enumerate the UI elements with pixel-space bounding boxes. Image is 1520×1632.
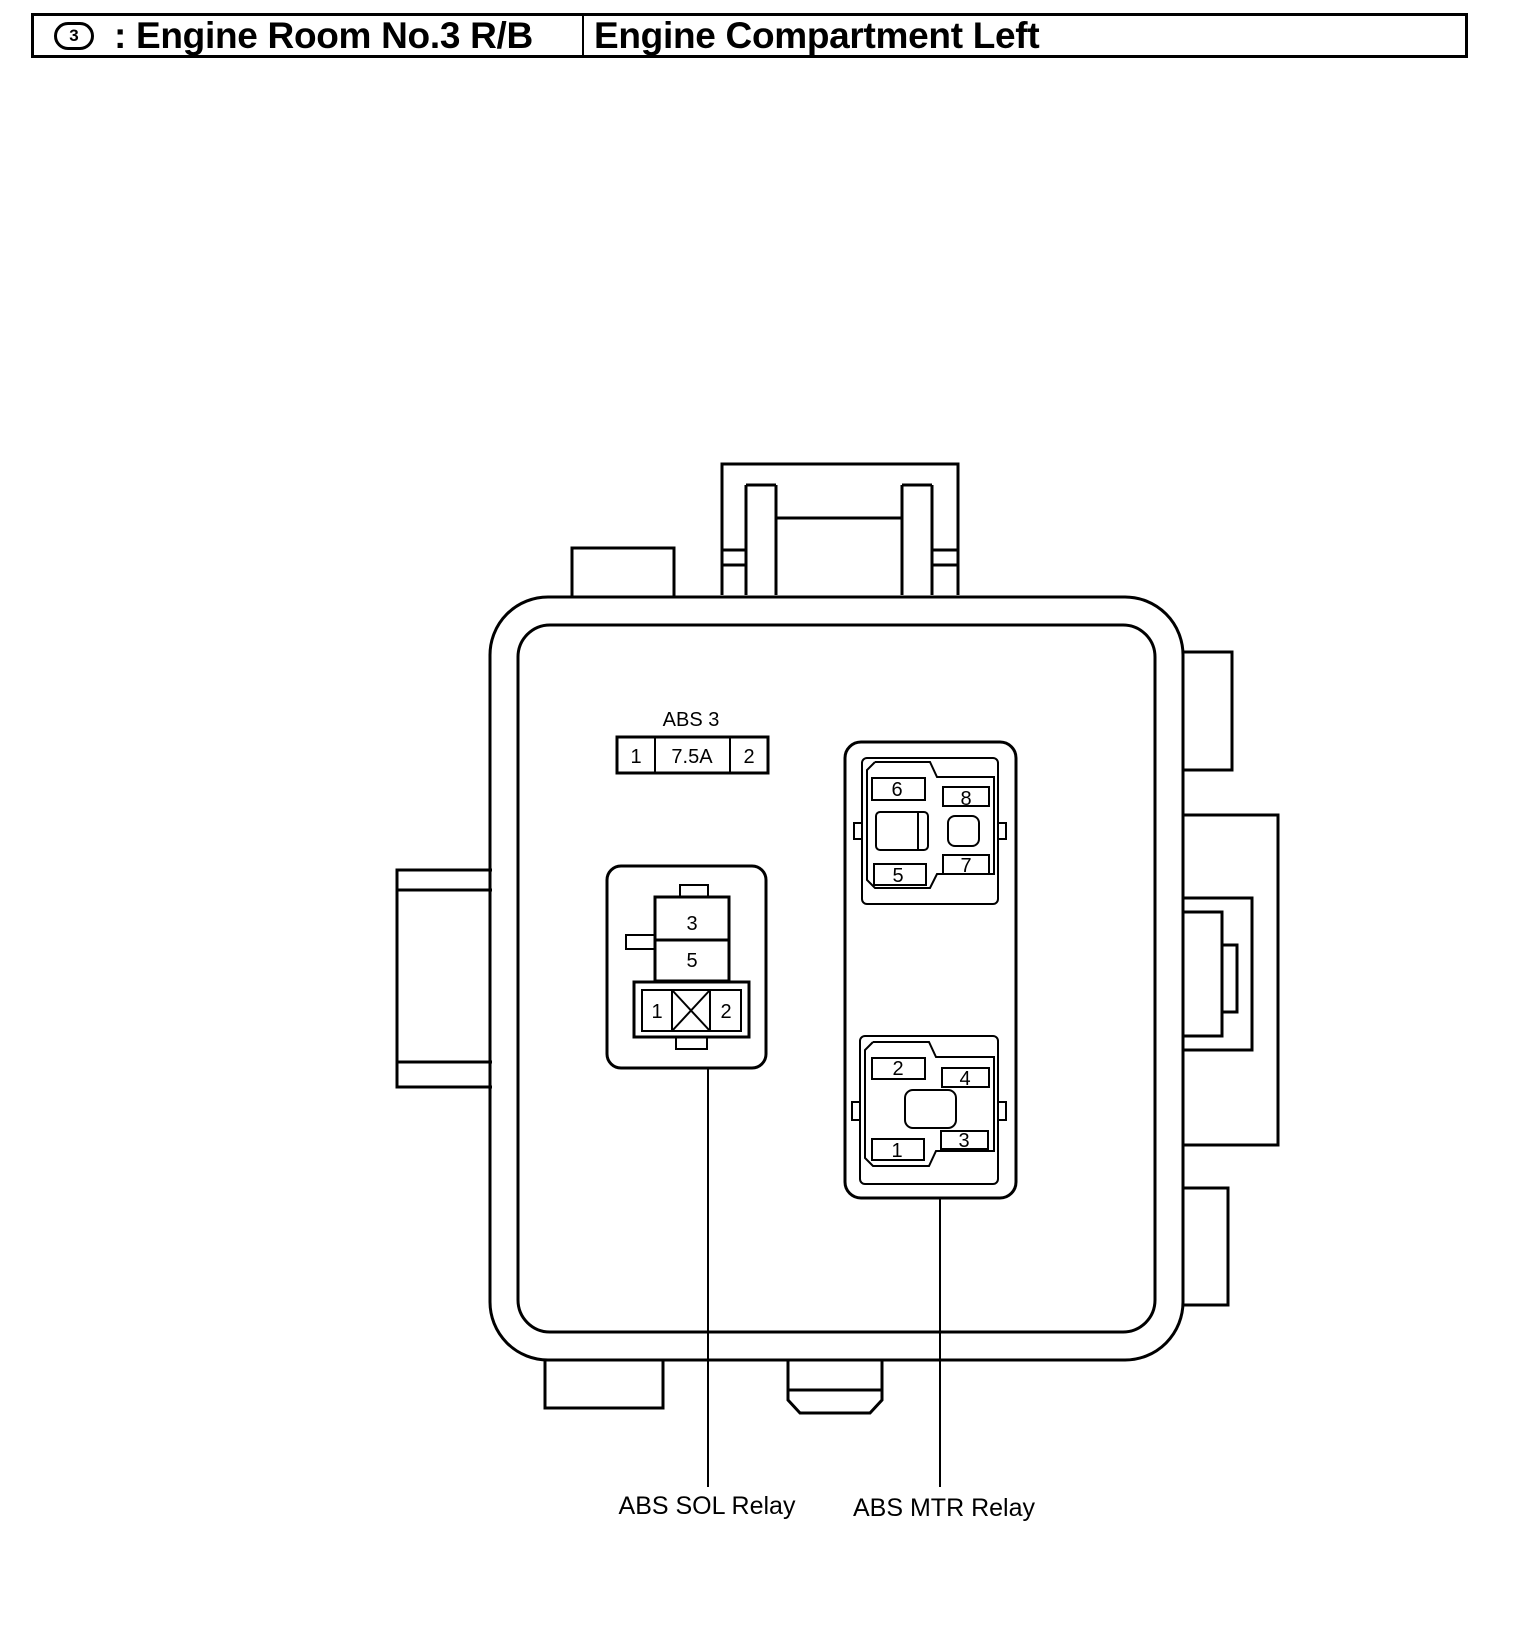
- bottom-left-tab: [543, 1360, 665, 1410]
- left-connector: [395, 868, 492, 1089]
- header-title-cell: 3 : Engine Room No.3 R/B: [34, 14, 584, 56]
- sol-pin-1: 1: [651, 1001, 662, 1023]
- location-label: Engine Compartment Left: [594, 14, 1040, 56]
- abs-mtr-relay-label: ABS MTR Relay: [853, 1494, 1035, 1522]
- right-connector: [1183, 813, 1280, 1147]
- mtr-pin-7: 7: [960, 855, 971, 877]
- sol-pin-2: 2: [720, 1001, 731, 1023]
- bottom-latch: [786, 1360, 884, 1415]
- mtr-pin-2: 2: [892, 1058, 903, 1080]
- mtr-pin-1: 1: [891, 1140, 902, 1162]
- abs-sol-relay-label: ABS SOL Relay: [619, 1492, 796, 1520]
- fuse-abs3[interactable]: ABS 3 1 7.5A 2: [615, 709, 770, 775]
- fuse-pin-1: 1: [630, 746, 641, 768]
- sol-pin-5: 5: [686, 950, 697, 972]
- fuse-pin-2: 2: [743, 746, 754, 768]
- diagram-header: 3 : Engine Room No.3 R/B Engine Compartm…: [31, 13, 1468, 58]
- relay-block-housing: [488, 595, 1185, 1362]
- mtr-pin-3: 3: [958, 1130, 969, 1152]
- top-clip: [720, 462, 960, 595]
- mtr-pin-8: 8: [960, 788, 971, 810]
- mtr-pin-4: 4: [959, 1068, 970, 1090]
- mtr-pin-6: 6: [891, 779, 902, 801]
- relay-block-inner-wall: [516, 623, 1157, 1334]
- mtr-pin-5: 5: [892, 865, 903, 887]
- diagram-number-badge: 3: [54, 21, 94, 50]
- right-tab-lower: [1183, 1186, 1230, 1307]
- fuse-rating: 7.5A: [671, 746, 713, 768]
- fuse-name: ABS 3: [663, 709, 720, 731]
- abs-sol-relay-socket[interactable]: [605, 864, 768, 1070]
- sol-pin-3: 3: [686, 913, 697, 935]
- relay-block-title: : Engine Room No.3 R/B: [114, 14, 533, 56]
- right-tab-upper: [1183, 650, 1234, 772]
- top-left-tab: [570, 546, 676, 597]
- abs-mtr-relay-socket[interactable]: [843, 740, 1018, 1200]
